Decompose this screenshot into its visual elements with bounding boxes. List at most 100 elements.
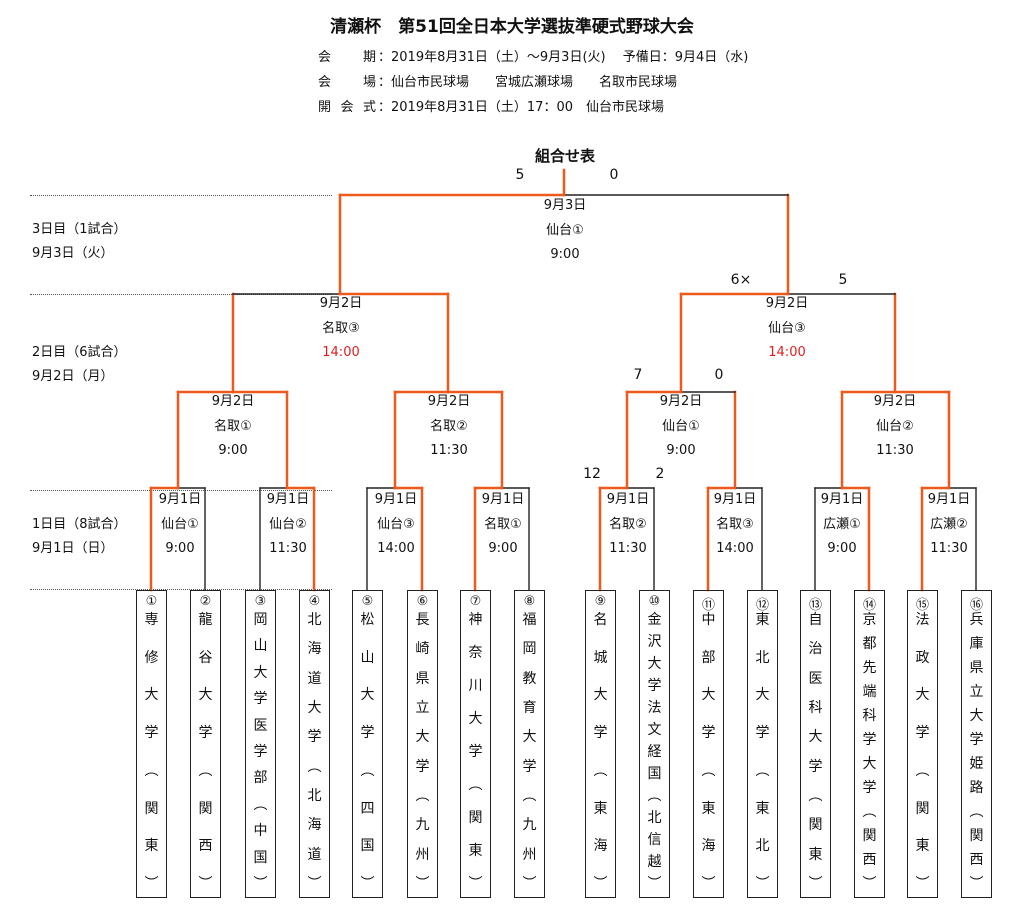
round-label-day3: 3日目（1試合） 9月3日（火）	[32, 218, 127, 266]
team-name-char: ︶	[647, 876, 662, 892]
round-label-day1: 1日目（8試合） 9月1日（日）	[32, 513, 127, 561]
info-ceremony: 開会式：2019年8月31日（土）17：00 仙台市民球場	[318, 96, 664, 115]
team-name-char: 学	[307, 729, 322, 746]
team-name-char: 東	[593, 800, 608, 817]
team-name-char: 大	[198, 687, 213, 704]
match-venue: 名取②	[609, 516, 647, 532]
match-date: 9月3日	[543, 198, 587, 213]
team-name-char: 長	[415, 612, 430, 628]
team-name-char: 関	[915, 800, 930, 817]
team-name-char: ︵	[862, 804, 877, 820]
match-date: 9月2日	[765, 296, 809, 311]
divider-line	[30, 490, 332, 491]
match-r1-6: 9月1日 名取③ 14:00	[685, 488, 785, 562]
team-name: 兵庫県立大学姫路︵関西︶	[962, 613, 991, 891]
team-name-char: 治	[808, 641, 823, 658]
team-name-char: ︶	[862, 876, 877, 892]
team-name-char: 北	[647, 810, 662, 826]
team-name-char: ︵	[415, 787, 430, 804]
team-name-char: 育	[522, 699, 537, 716]
team-name: 自治医科大学︵関東︶	[801, 613, 830, 891]
team-number: ⑮	[915, 598, 929, 613]
team-name-char: 大	[415, 729, 430, 746]
match-time: 9:00	[827, 541, 857, 556]
team-number: ⑦	[469, 594, 482, 609]
team-name-char: ︶	[253, 875, 268, 892]
ceremony-label: 開会式	[318, 100, 376, 115]
match-r1-3: 9月1日 仙台③ 14:00	[346, 488, 446, 562]
info-period: 会期：2019年8月31日（土）～9月3日(火) 予備日：9月4日（水)	[318, 46, 748, 65]
team-name-char: 四	[360, 800, 375, 817]
match-time: 14:00	[377, 541, 415, 556]
tournament-title: 清瀬杯 第51回全日本大学選抜準硬式野球大会	[330, 17, 694, 37]
team-name-char: ︵	[253, 796, 268, 813]
match-time: 9:00	[488, 541, 518, 556]
team-name-char: ︶	[522, 875, 537, 892]
match-venue: 名取③	[322, 320, 360, 336]
team-name-char: 都	[862, 636, 877, 652]
team-name-char: 谷	[198, 649, 213, 666]
team-name-char: 専	[144, 612, 159, 628]
match-date: 9月2日	[319, 296, 363, 311]
team-name-char: 端	[862, 684, 877, 700]
score-r2c-right: 0	[714, 367, 724, 383]
team-name-char: 国	[647, 766, 662, 782]
team-name-char: 科	[862, 708, 877, 724]
team-name-char: ︵	[808, 787, 823, 804]
team-name-char: ︵	[198, 762, 213, 779]
team-name-char: 学	[522, 758, 537, 775]
team-name: 岡山大学医学部︵中国︶	[246, 613, 275, 891]
match-time: 11:30	[269, 541, 307, 556]
team-name-char: 文	[647, 722, 662, 738]
team-name-char: ︶	[969, 876, 984, 892]
team-name-char: 北	[755, 649, 770, 666]
team-name-char: 京	[862, 612, 877, 628]
team-name-char: 大	[808, 729, 823, 746]
team-name-char: 州	[522, 846, 537, 863]
team-name-char: 県	[415, 670, 430, 687]
team-name-char: ︶	[307, 875, 322, 892]
team-name-char: 医	[253, 717, 268, 734]
team-name-char: ︶	[755, 875, 770, 892]
team-number: ②	[199, 594, 212, 609]
team-name-char: ︶	[701, 875, 716, 892]
team-name-char: 信	[647, 832, 662, 848]
match-venue: 仙台②	[269, 516, 307, 532]
match-r2-c: 9月2日 仙台① 9:00	[631, 390, 731, 464]
team-name-char: 学	[862, 780, 877, 796]
team-name-char: 道	[307, 846, 322, 863]
team-name-char: 学	[701, 725, 716, 742]
team-name-char: 名	[593, 612, 608, 628]
team-name-char: 学	[647, 678, 662, 694]
match-time: 9:00	[218, 443, 248, 458]
team-name-char: 東	[915, 838, 930, 855]
team-name-char: 学	[808, 758, 823, 775]
team-number: ⑧	[523, 594, 536, 609]
team-name-char: 松	[360, 612, 375, 628]
match-venue: 名取①	[214, 418, 252, 434]
match-date: 9月1日	[266, 492, 310, 507]
team-name-char: 政	[915, 649, 930, 666]
team-name-char: 州	[415, 846, 430, 863]
team-name-char: 西	[198, 838, 213, 855]
team-name-char: 岡	[253, 612, 268, 628]
team-name-char: ︵	[522, 787, 537, 804]
match-time: 11:30	[430, 443, 468, 458]
round-label-day2: 2日目（6試合） 9月2日（月）	[32, 341, 127, 389]
match-date: 9月2日	[427, 394, 471, 409]
team-name: 東北大学︵東北︶	[748, 613, 777, 891]
score-r1e-right: 2	[655, 466, 665, 482]
team-name-char: ︶	[593, 875, 608, 892]
match-r1-5: 9月1日 名取② 11:30	[578, 488, 678, 562]
team-number: ⑬	[808, 598, 822, 613]
team-name-char: 越	[647, 854, 662, 870]
round-day: 1日目（8試合）	[32, 517, 127, 532]
team-name-char: 川	[468, 678, 483, 694]
round-day: 2日目（6試合）	[32, 345, 127, 360]
